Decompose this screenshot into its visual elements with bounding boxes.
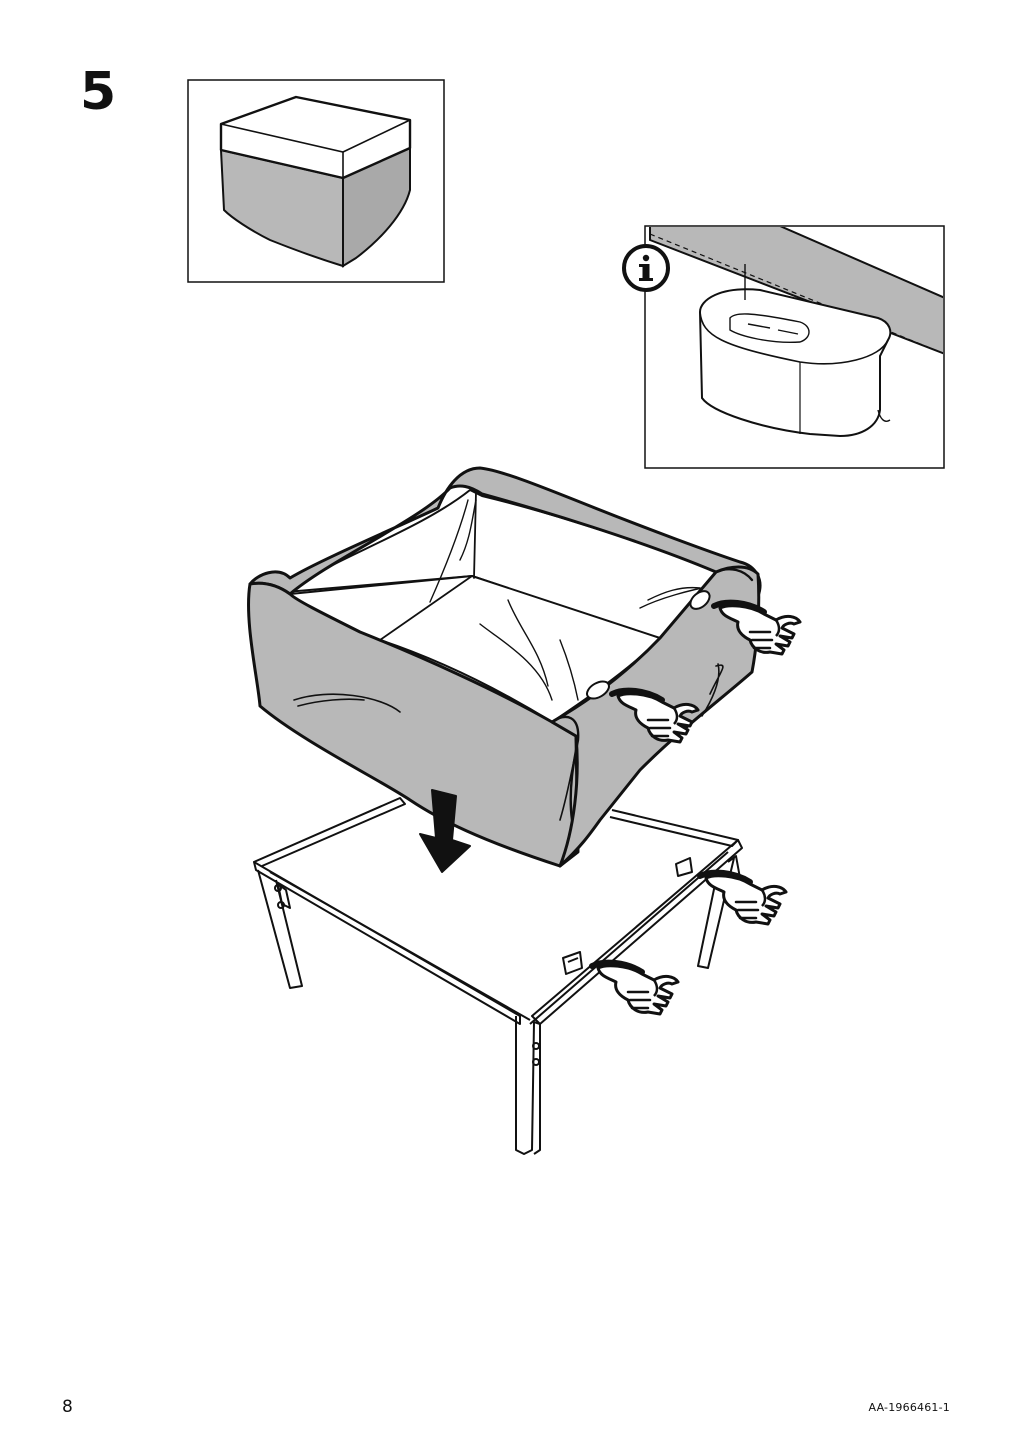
metal-frame [253, 797, 743, 1155]
pointing-hand-icon [592, 963, 678, 1014]
info-icon [622, 244, 670, 292]
preview-inset [187, 79, 445, 283]
info-detail-inset [622, 225, 945, 469]
fabric-cover [247, 466, 762, 868]
down-arrow-icon [419, 789, 471, 873]
step-number: 5 [80, 62, 116, 122]
page-number: 8 [62, 1397, 73, 1417]
document-code: AA-1966461-1 [868, 1401, 950, 1414]
